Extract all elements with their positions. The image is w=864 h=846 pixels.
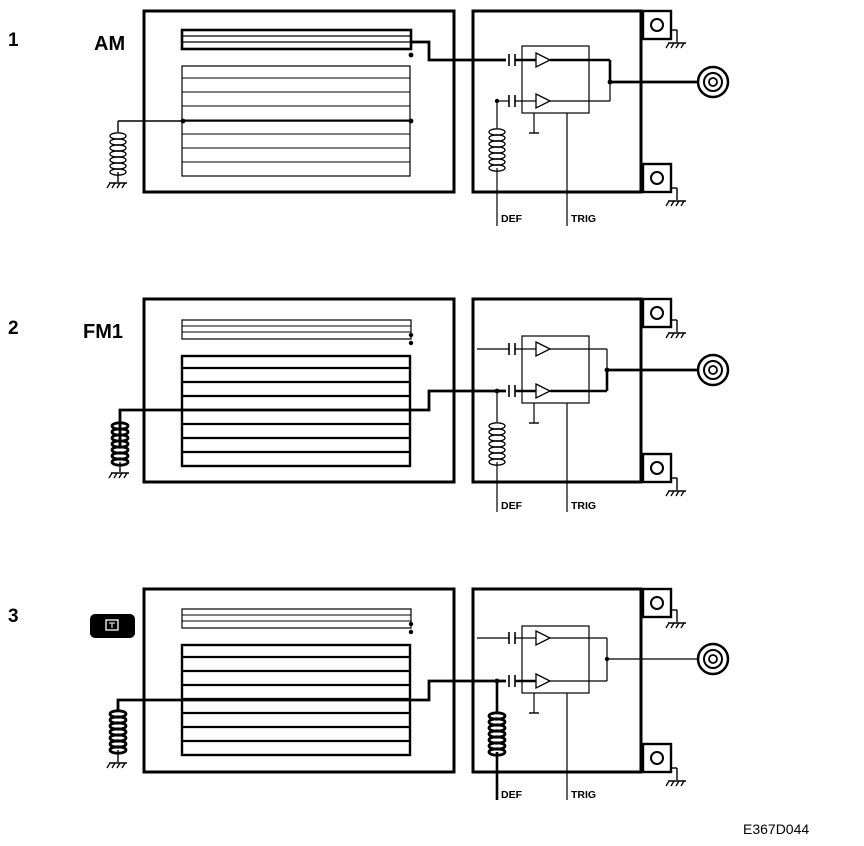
trig-label: TRIG (571, 789, 596, 801)
ground-icon (106, 182, 128, 189)
capacitor-icon (508, 384, 516, 398)
coil-icon (487, 711, 507, 757)
coax-connector-icon (696, 642, 730, 676)
mounting-bracket (641, 587, 673, 619)
capacitor-icon (508, 342, 516, 356)
figure-code: E367D044 (743, 821, 809, 837)
amplifier-icon (535, 383, 551, 399)
capacitor-icon (508, 53, 516, 67)
panel-number: 2 (8, 318, 19, 339)
trig-label: TRIG (571, 213, 596, 225)
ground-icon (665, 490, 687, 497)
ground-icon (106, 762, 128, 769)
capacitor-icon (508, 631, 516, 645)
ground-icon (665, 332, 687, 339)
amplifier-icon (535, 341, 551, 357)
coil-icon (108, 709, 128, 755)
mounting-bracket (641, 162, 673, 194)
coil-icon (109, 132, 127, 176)
panel-2: 2 FM1 (8, 297, 730, 512)
window-frame (142, 587, 456, 774)
trig-label: TRIG (571, 500, 596, 512)
def-label: DEF (501, 789, 523, 801)
ground-icon (665, 200, 687, 207)
amplifier-icon (535, 52, 551, 68)
mounting-bracket (641, 9, 673, 41)
panel-1: 1 AM (8, 9, 730, 226)
window-frame (142, 9, 456, 194)
coax-connector-icon (696, 65, 730, 99)
coil-icon (488, 128, 506, 172)
capacitor-icon (508, 94, 516, 108)
mode-label: AM (94, 33, 125, 55)
ground-icon (665, 622, 687, 629)
ground-icon (665, 42, 687, 49)
amplifier-icon (535, 630, 551, 646)
mounting-bracket (641, 297, 673, 329)
coil-icon (488, 422, 506, 466)
def-label: DEF (501, 500, 523, 512)
mounting-bracket (641, 452, 673, 484)
am-antenna-strip (181, 608, 412, 629)
amplifier-icon (535, 93, 551, 109)
amplifier-icon (535, 673, 551, 689)
tv-icon (90, 614, 135, 638)
amplifier-module (471, 9, 643, 194)
coax-connector-icon (696, 353, 730, 387)
mounting-bracket (641, 742, 673, 774)
ground-icon (108, 472, 130, 479)
am-antenna-strip (180, 28, 413, 51)
amplifier-module (471, 297, 643, 484)
panel-number: 1 (8, 30, 19, 51)
def-label: DEF (501, 213, 523, 225)
capacitor-icon (508, 674, 516, 688)
panel-number: 3 (8, 606, 19, 627)
panel-3: 3 (8, 587, 730, 801)
ground-icon (665, 780, 687, 787)
amplifier-module (471, 587, 643, 774)
am-antenna-strip (181, 319, 412, 340)
mode-label: FM1 (83, 321, 123, 343)
